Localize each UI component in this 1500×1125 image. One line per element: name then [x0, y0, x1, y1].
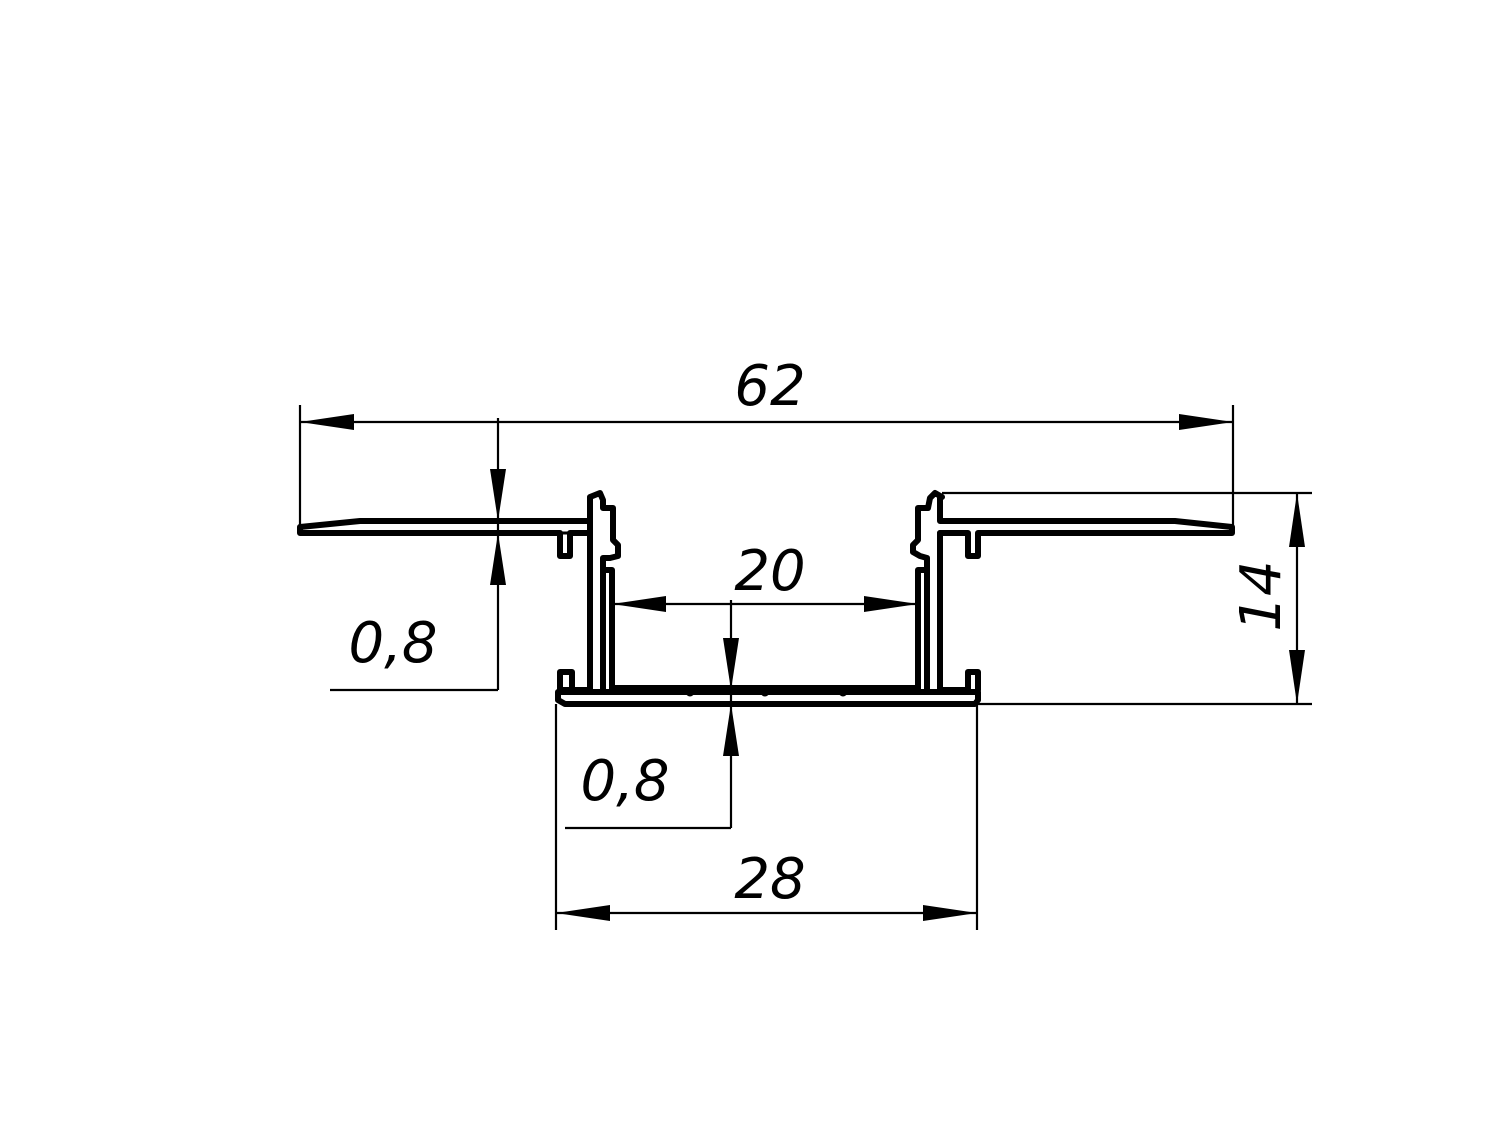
- dim-overall-width: 62: [298, 354, 1235, 527]
- left-flange: [297, 518, 593, 559]
- flange-thickness-label: 0,8: [348, 611, 437, 676]
- overall-width-label: 62: [734, 354, 805, 419]
- right-flange: [937, 494, 1235, 559]
- arrow-right: [1179, 414, 1233, 430]
- arrow-down: [723, 638, 739, 690]
- arrow-up: [1289, 493, 1305, 547]
- height-label: 14: [1229, 560, 1294, 631]
- dim-base-thickness: 0,8: [565, 600, 739, 830]
- arrow-left: [556, 905, 610, 921]
- dim-inner-width: 20: [610, 539, 920, 690]
- arrow-right: [864, 596, 918, 612]
- arrow-left: [300, 414, 354, 430]
- arrow-up: [490, 533, 506, 585]
- base-plate: [555, 689, 981, 707]
- dim-base-width: 28: [554, 704, 979, 930]
- arrow-left: [612, 596, 666, 612]
- right-wall: [910, 490, 981, 693]
- arrow-down: [490, 469, 506, 521]
- inner-width-label: 20: [734, 539, 805, 604]
- arrow-down: [1289, 650, 1305, 704]
- left-wall: [557, 490, 621, 693]
- arrow-right: [923, 905, 977, 921]
- arrow-up: [723, 704, 739, 756]
- dim-height: 14: [942, 491, 1312, 706]
- dim-flange-thickness: 0,8: [330, 418, 506, 692]
- base-thickness-label: 0,8: [580, 749, 669, 814]
- base-width-label: 28: [734, 847, 805, 912]
- profile-outline: [297, 490, 1235, 707]
